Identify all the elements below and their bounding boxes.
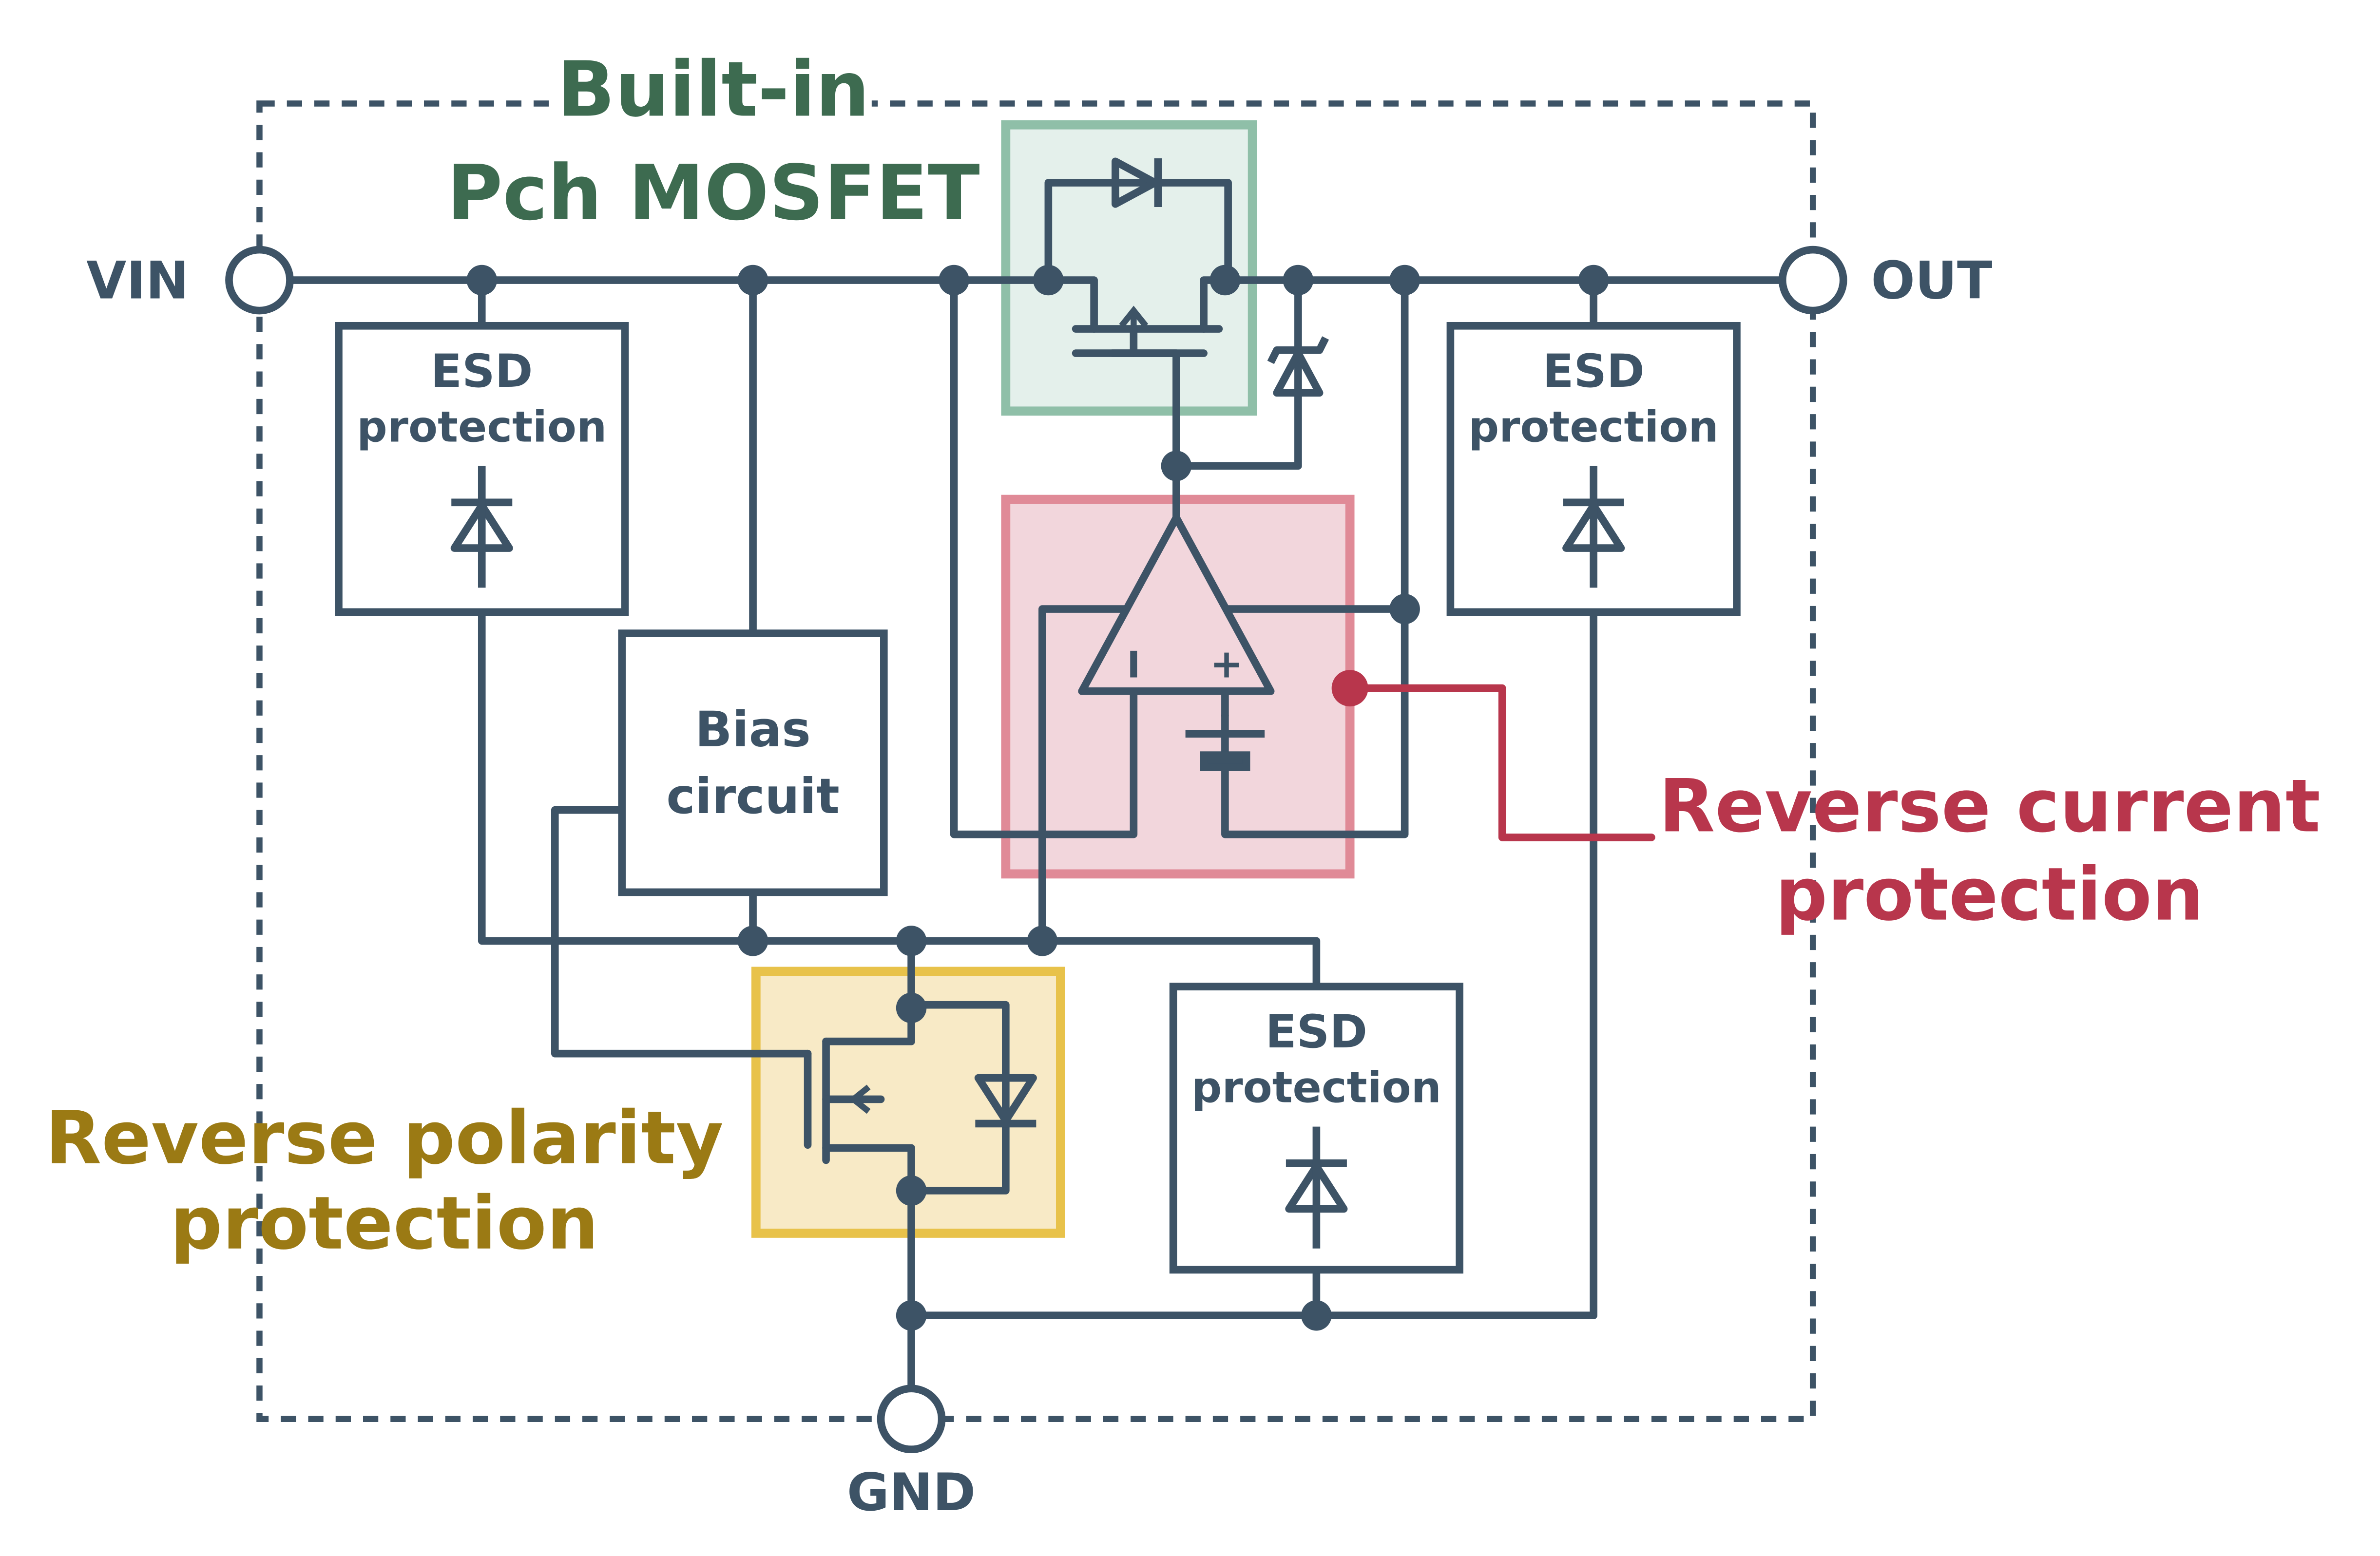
esd-right-subtitle: protection: [1469, 402, 1719, 452]
mosfet-arrows: [848, 305, 1149, 1114]
esd-right-title: ESD: [1542, 345, 1644, 398]
callout-dot: [1331, 670, 1368, 707]
polarity-diode-icon: [974, 1074, 1037, 1124]
esd-bottom-subtitle: protection: [1191, 1063, 1441, 1113]
comparator-minus: I: [1127, 644, 1140, 686]
gnd-terminal: [877, 1385, 946, 1454]
out-terminal: [1778, 246, 1847, 315]
bias-title: Bias: [695, 701, 811, 758]
mosfet-title-line1: Built-in: [557, 45, 870, 134]
comparator-triangle: [1078, 513, 1275, 695]
zener-diode-icon: [1273, 349, 1324, 397]
reverse-current-line2: protection: [1775, 853, 2204, 937]
gnd-label: GND: [847, 1462, 976, 1523]
esd-bottom-title: ESD: [1266, 1006, 1367, 1059]
bias-circuit-box: [618, 629, 888, 896]
esd-left-subtitle: protection: [357, 402, 607, 452]
ic-boundary: [256, 100, 1816, 1422]
reverse-current-line1: Reverse current: [1659, 764, 2321, 849]
vin-label: VIN: [86, 251, 189, 311]
comparator-plus: +: [1210, 642, 1243, 687]
battery-icon: [1185, 730, 1265, 771]
out-label: OUT: [1871, 251, 1992, 311]
body-diode-icon: [1112, 157, 1159, 208]
reverse-polarity-line2: protection: [170, 1181, 599, 1266]
esd-left-title: ESD: [431, 345, 533, 398]
junction-dots: [466, 265, 1609, 1331]
mosfet-title-line2: Pch MOSFET: [447, 149, 980, 237]
title-backdrop: [552, 42, 872, 125]
bias-subtitle: circuit: [666, 768, 839, 825]
reverse-polarity-line1: Reverse polarity: [45, 1096, 724, 1181]
vin-terminal: [225, 246, 294, 315]
esd-diode-overlays: [450, 466, 1625, 1249]
